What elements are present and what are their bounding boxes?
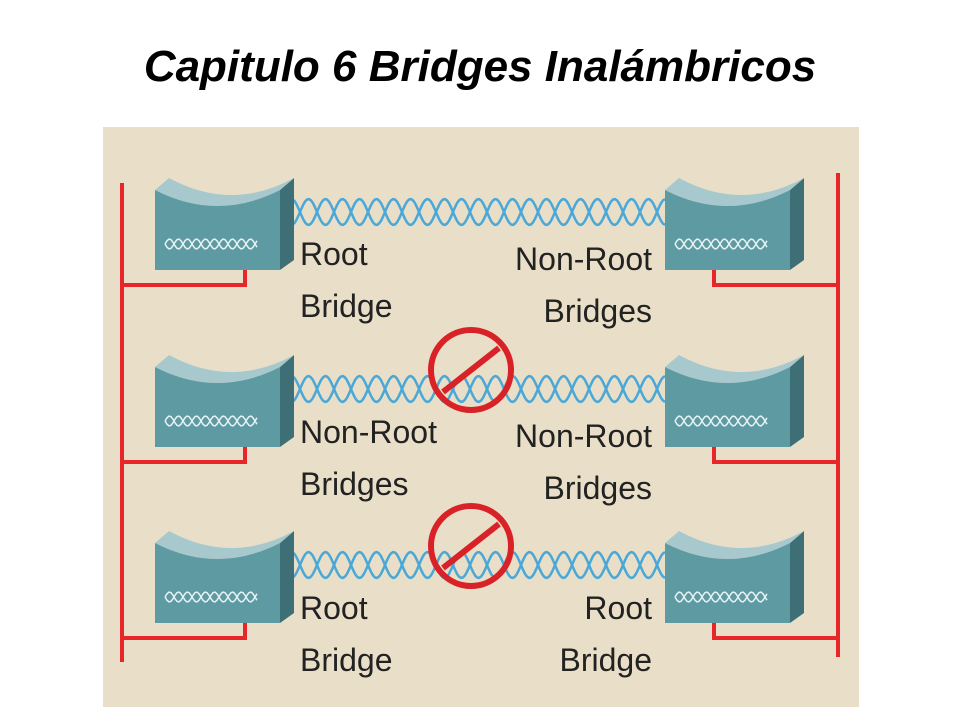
- emblem-wave-a: [164, 591, 258, 603]
- signal-wave-a: [281, 374, 666, 404]
- emblem-wave-b: [164, 415, 258, 427]
- row3-right-wire: [712, 623, 840, 640]
- bridge-top: [665, 178, 804, 206]
- emblem-wave-a: [164, 415, 258, 427]
- row1-right-label: Non-Root Bridges: [515, 241, 652, 329]
- bridge-side: [280, 531, 294, 623]
- prohibited-slash: [441, 345, 501, 395]
- emblem-wave-b: [674, 591, 768, 603]
- signal-wave-b: [281, 374, 666, 404]
- row1-right-bridge-icon: [665, 178, 804, 270]
- row2-right-bridge-icon: [665, 355, 804, 447]
- bridge-front: [665, 190, 790, 270]
- signal-wave-a: [281, 550, 666, 580]
- bridge-front: [665, 367, 790, 447]
- bridge-side: [790, 355, 804, 447]
- bridge-front: [155, 367, 280, 447]
- bridge-emblem: [674, 415, 768, 427]
- prohibited-circle: [428, 503, 514, 589]
- emblem-wave-b: [164, 591, 258, 603]
- row3-left-bridge-icon: [155, 531, 294, 623]
- row2-left-label: Non-Root Bridges: [300, 414, 437, 502]
- row2-wireless-signal-icon: [281, 374, 666, 404]
- slide-title: Capitulo 6 Bridges Inalámbricos: [143, 42, 817, 91]
- bridge-emblem: [164, 415, 258, 427]
- prohibited-slash: [441, 521, 501, 571]
- emblem-wave-b: [164, 238, 258, 250]
- wired-network-lines: [120, 173, 840, 662]
- row2-left-bridge-icon: [155, 355, 294, 447]
- bridge-front: [155, 543, 280, 623]
- bridge-emblem: [164, 238, 258, 250]
- row2-right-label: Non-Root Bridges: [515, 418, 652, 506]
- row2-left-wire: [120, 447, 247, 464]
- bridge-side: [790, 531, 804, 623]
- bridge-side: [790, 178, 804, 270]
- row1-left-wire: [120, 270, 247, 287]
- row1-wireless-signal-icon: [281, 197, 666, 227]
- emblem-wave-a: [674, 415, 768, 427]
- row2-right-wire: [712, 447, 840, 464]
- signal-wave-b: [281, 197, 666, 227]
- row3-right-label: Root Bridge: [559, 590, 653, 678]
- bridge-emblem: [164, 591, 258, 603]
- row3-wireless-signal-icon: [281, 550, 666, 580]
- emblem-wave-b: [674, 415, 768, 427]
- row1-left-label: Root Bridge: [300, 236, 393, 324]
- bridge-side: [280, 355, 294, 447]
- prohibited-circle: [428, 327, 514, 413]
- emblem-wave-a: [164, 238, 258, 250]
- bridge-emblem: [674, 238, 768, 250]
- row3-left-label: Root Bridge: [300, 590, 393, 678]
- row1-left-bridge-icon: [155, 178, 294, 270]
- emblem-wave-a: [674, 238, 768, 250]
- bridge-side: [280, 178, 294, 270]
- bridge-top: [155, 531, 294, 559]
- bridge-top: [155, 355, 294, 383]
- bridge-emblem: [674, 591, 768, 603]
- row3-prohibited-icon: [428, 503, 514, 589]
- signal-wave-b: [281, 550, 666, 580]
- bridge-top: [665, 531, 804, 559]
- row1-right-wire: [712, 270, 840, 287]
- signal-wave-a: [281, 197, 666, 227]
- row3-right-bridge-icon: [665, 531, 804, 623]
- row3-left-wire: [120, 623, 247, 640]
- bridge-top: [665, 355, 804, 383]
- emblem-wave-b: [674, 238, 768, 250]
- bridge-front: [665, 543, 790, 623]
- bridge-front: [155, 190, 280, 270]
- row2-prohibited-icon: [428, 327, 514, 413]
- emblem-wave-a: [674, 591, 768, 603]
- bridge-top: [155, 178, 294, 206]
